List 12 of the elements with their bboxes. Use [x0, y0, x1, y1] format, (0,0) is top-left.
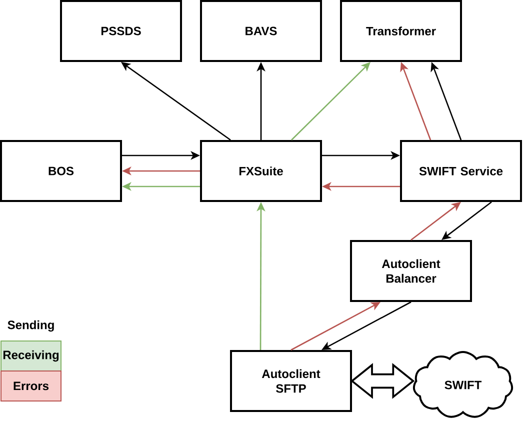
- process-box: SWIFT Service: [400, 140, 522, 202]
- process-box: Autoclient SFTP: [230, 350, 352, 412]
- process-box: Transformer: [340, 0, 462, 62]
- legend-key: Receiving: [0, 340, 62, 372]
- process-box: PSSDS: [60, 0, 182, 62]
- legend-key: Errors: [0, 370, 62, 402]
- process-box: BOS: [0, 140, 122, 202]
- process-box: FXSuite: [200, 140, 322, 202]
- process-box: BAVS: [200, 0, 322, 62]
- legend-label: Sending: [8, 320, 54, 332]
- process-box: Autoclient Balancer: [350, 240, 472, 302]
- arrow: [291, 62, 370, 140]
